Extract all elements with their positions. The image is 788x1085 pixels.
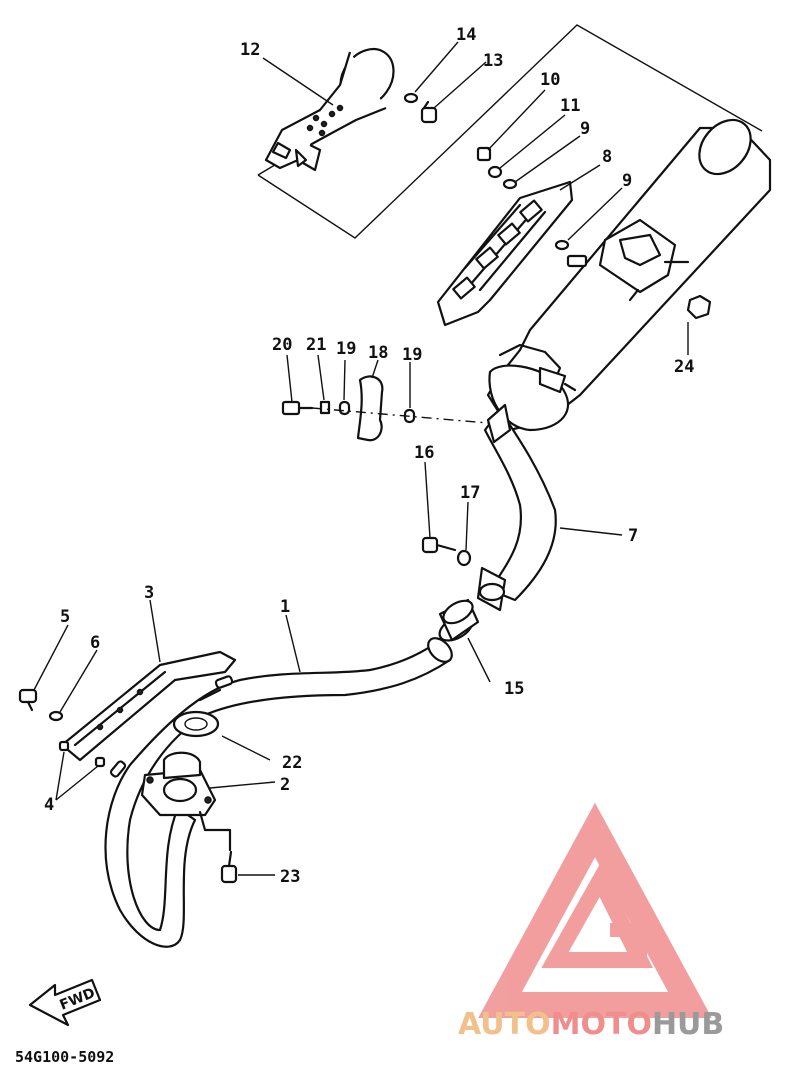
callout-18: 18 [368, 343, 388, 363]
callout-6: 6 [90, 633, 100, 653]
callout-7: 7 [628, 526, 638, 546]
callout-8: 8 [602, 147, 612, 167]
callout-3: 3 [144, 583, 154, 603]
callout-11: 11 [560, 96, 580, 116]
spark-arrester-part [264, 48, 395, 172]
nut-10-part [476, 146, 492, 162]
watermark-logo-triangle [478, 802, 712, 1018]
callout-19a: 19 [336, 339, 356, 359]
bolt-13-part [420, 100, 438, 124]
watermark-text: AUTOMOTOHUB [458, 1007, 724, 1042]
callout-15: 15 [504, 679, 524, 699]
callout-labels: 12 14 13 10 11 9 8 9 24 20 21 19 18 19 1… [44, 25, 694, 887]
inset-frame-line [257, 24, 763, 239]
leader-lines [33, 41, 689, 876]
bolt-20-part [281, 400, 314, 416]
clamp-bracket-18-part [356, 375, 384, 442]
pipe-protector-3-part [60, 650, 237, 762]
callout-14: 14 [456, 25, 476, 45]
link-pipe-part [476, 408, 557, 612]
screw-5-part [18, 688, 38, 712]
callout-4: 4 [44, 795, 54, 815]
bolt-under-bracket [566, 254, 588, 268]
callout-22: 22 [282, 753, 302, 773]
callout-10: 10 [540, 70, 560, 90]
callout-24: 24 [674, 357, 694, 377]
muffler-bracket-part [598, 218, 690, 302]
callout-16: 16 [414, 443, 434, 463]
nut-23-part [220, 850, 238, 884]
bolt-16-part [421, 536, 457, 554]
callout-21: 21 [306, 335, 326, 355]
grommet-19a-part [338, 400, 351, 416]
grommet-9a-part [502, 178, 518, 190]
washer-6-part [48, 710, 64, 722]
callout-2: 2 [280, 775, 290, 795]
gasket-15-part [438, 598, 480, 642]
nut-24-part [686, 294, 712, 320]
washer-14-part [403, 92, 419, 104]
washer-17-part [456, 549, 472, 567]
grommet-9b-part [554, 239, 570, 251]
gasket-22-part [172, 710, 220, 738]
callout-20: 20 [272, 335, 292, 355]
flange-2-part [140, 751, 232, 852]
washer-11-part [487, 165, 503, 179]
callout-17: 17 [460, 483, 480, 503]
callout-19b: 19 [402, 345, 422, 365]
collar-4a-part [58, 740, 70, 752]
callout-9b: 9 [622, 171, 632, 191]
diagram-code: 54G100-5092 [15, 1048, 114, 1066]
callout-13: 13 [483, 51, 503, 71]
callout-5: 5 [60, 607, 70, 627]
callout-12: 12 [240, 40, 260, 60]
callout-9a: 9 [580, 119, 590, 139]
washer-21-part [319, 400, 331, 415]
fwd-arrow-icon: FWD [28, 978, 102, 1027]
pipe-clamp-tab [486, 403, 512, 444]
watermark-part3: HUB [652, 1007, 724, 1042]
watermark-part2: MOTO [551, 1007, 652, 1042]
collar-4b-part [94, 756, 106, 768]
callout-1: 1 [280, 597, 290, 617]
heat-protector-part [436, 180, 574, 327]
watermark-part1: AUTO [458, 1007, 551, 1042]
callout-23: 23 [280, 867, 300, 887]
